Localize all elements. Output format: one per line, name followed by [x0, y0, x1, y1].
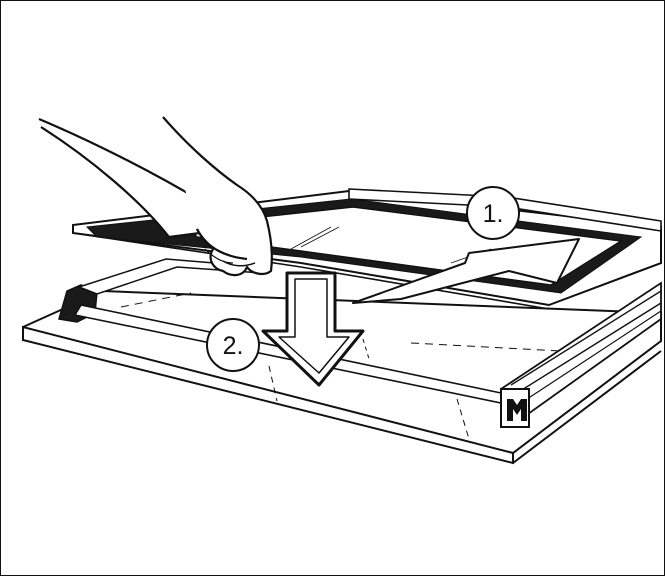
press-down-arrow: [261, 271, 365, 387]
hidden-edge-lines: [120, 292, 562, 440]
step-2-label: 2.: [223, 332, 244, 360]
hand: [38, 116, 273, 277]
step-2-marker: 2.: [206, 318, 260, 372]
step-1-label: 1.: [483, 200, 504, 228]
slide-arrow: [352, 238, 580, 304]
step-1-marker: 1.: [466, 186, 520, 240]
right-rail-profile: [499, 281, 662, 428]
